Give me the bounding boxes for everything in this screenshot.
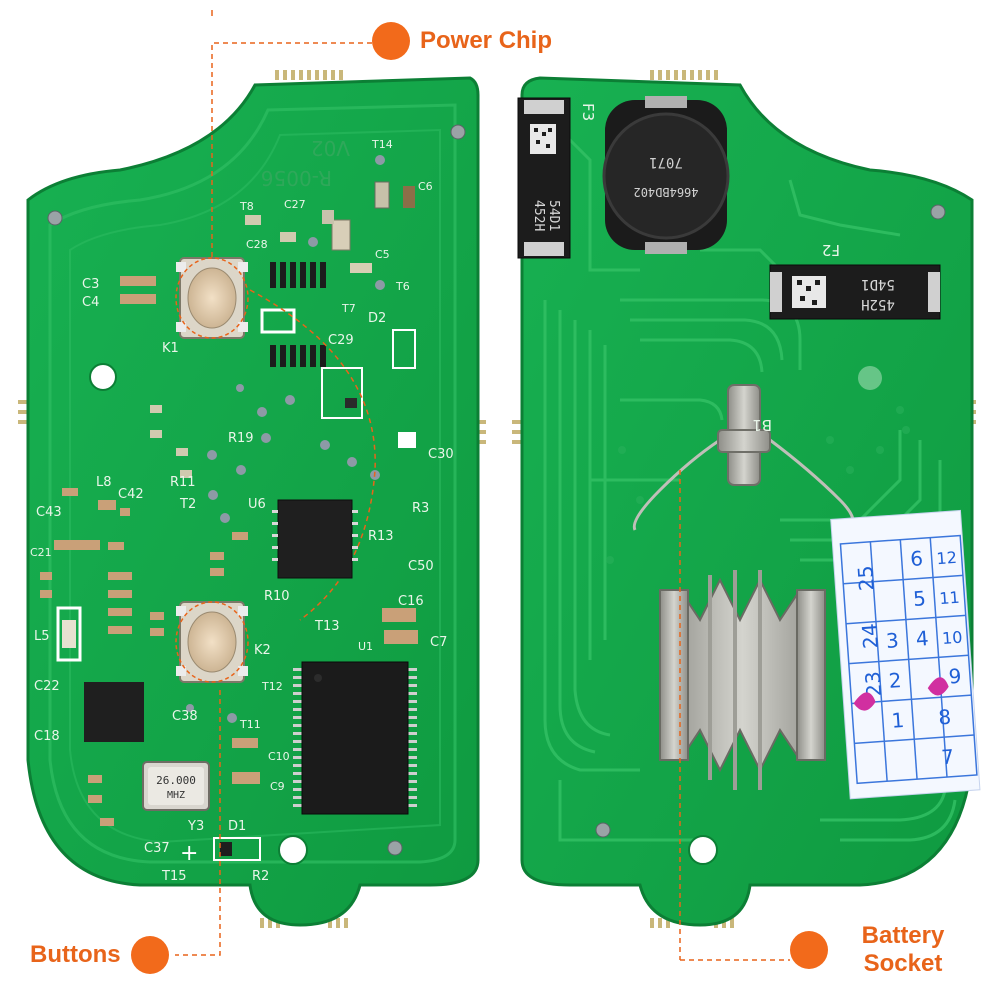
svg-text:7: 7: [940, 745, 954, 770]
svg-text:54D1: 54D1: [546, 200, 561, 231]
svg-text:R11: R11: [170, 475, 196, 490]
callout-dot: [130, 936, 169, 974]
svg-text:L5: L5: [34, 629, 50, 644]
svg-text:11: 11: [939, 588, 961, 608]
svg-text:U1: U1: [358, 640, 373, 653]
callout-label-battery-socket: Battery Socket: [838, 922, 968, 978]
callout-label-power-chip: Power Chip: [420, 27, 553, 54]
svg-text:C5: C5: [375, 248, 390, 261]
svg-text:T13: T13: [314, 619, 339, 634]
svg-text:B1: B1: [752, 416, 772, 434]
svg-text:MHZ: MHZ: [167, 790, 185, 801]
svg-text:C6: C6: [418, 180, 433, 193]
callout-battery-socket: Battery Socket: [790, 922, 968, 978]
svg-text:10: 10: [941, 628, 963, 648]
callout-dot: [790, 931, 828, 969]
callout-power-chip: Power Chip: [372, 22, 552, 60]
svg-text:R2: R2: [252, 869, 269, 884]
svg-text:F2: F2: [822, 241, 840, 259]
callout-label-buttons: Buttons: [30, 941, 121, 968]
pcb-back-board: 452H 54D1 F3 7071 4664BD402 54D1 452H: [512, 70, 981, 961]
svg-text:C50: C50: [408, 559, 434, 574]
svg-text:25: 25: [853, 565, 879, 592]
inspection-sticker: 23 24 25 1 2 3 4 5 6 7 8 9 10 11 12: [830, 509, 981, 800]
crystal-oscillator: 26.000 MHZ: [142, 761, 210, 811]
callout-label-battery-line1: Battery: [861, 922, 945, 949]
svg-text:C3: C3: [82, 277, 99, 292]
svg-text:C27: C27: [284, 198, 306, 211]
svg-text:C29: C29: [328, 333, 354, 348]
svg-text:C38: C38: [172, 709, 198, 724]
svg-text:+: +: [180, 841, 198, 866]
battery-socket-contact: [659, 570, 826, 790]
svg-text:C18: C18: [34, 729, 60, 744]
svg-text:T11: T11: [239, 718, 261, 731]
svg-text:T15: T15: [161, 869, 186, 884]
svg-text:C4: C4: [82, 295, 99, 310]
svg-text:7071: 7071: [649, 154, 683, 170]
svg-text:R10: R10: [264, 589, 290, 604]
svg-text:4: 4: [915, 626, 929, 651]
svg-text:54D1: 54D1: [861, 276, 895, 292]
svg-text:D2: D2: [368, 311, 386, 326]
svg-text:F3: F3: [579, 103, 597, 121]
svg-text:4664BD402: 4664BD402: [633, 185, 698, 199]
svg-text:K2: K2: [254, 643, 271, 658]
svg-text:C43: C43: [36, 505, 62, 520]
svg-text:2: 2: [888, 668, 902, 693]
svg-text:K1: K1: [162, 341, 179, 356]
svg-text:C22: C22: [34, 679, 60, 694]
svg-text:12: 12: [936, 548, 958, 568]
svg-text:C42: C42: [118, 487, 144, 502]
svg-text:26.000: 26.000: [156, 774, 196, 787]
svg-text:R19: R19: [228, 431, 254, 446]
svg-text:R3: R3: [412, 501, 429, 516]
tactile-button-bottom: [175, 601, 249, 683]
svg-text:24: 24: [857, 623, 883, 650]
svg-text:9: 9: [948, 664, 962, 689]
qfn-chip: [272, 499, 358, 579]
svg-text:T14: T14: [371, 138, 393, 151]
callout-buttons: Buttons: [30, 936, 169, 974]
svg-text:3: 3: [885, 628, 899, 653]
tactile-button-top: [175, 257, 249, 339]
front-smd-cluster: [120, 181, 416, 478]
fuse-f2: 54D1 452H: [769, 264, 941, 320]
svg-text:6: 6: [909, 546, 923, 571]
svg-text:C10: C10: [268, 750, 290, 763]
callout-label-battery-line2: Socket: [863, 950, 943, 977]
svg-text:452H: 452H: [531, 200, 546, 231]
svg-text:U6: U6: [248, 497, 266, 512]
svg-text:L8: L8: [96, 475, 112, 490]
svg-text:8: 8: [938, 705, 952, 730]
svg-text:T12: T12: [261, 680, 283, 693]
svg-text:452H: 452H: [861, 296, 895, 312]
svg-text:C7: C7: [430, 635, 447, 650]
power-inductor: 7071 4664BD402: [602, 96, 730, 254]
svg-text:T7: T7: [341, 302, 356, 315]
svg-text:C16: C16: [398, 594, 424, 609]
svg-text:T8: T8: [239, 200, 254, 213]
svg-text:C21: C21: [30, 546, 52, 559]
fuse-f3: 452H 54D1: [517, 97, 571, 259]
svg-text:Y3: Y3: [187, 819, 204, 834]
svg-text:T2: T2: [179, 497, 196, 512]
svg-text:R-0056: R-0056: [261, 166, 332, 190]
svg-text:C28: C28: [246, 238, 268, 251]
svg-text:D1: D1: [228, 819, 246, 834]
svg-text:C9: C9: [270, 780, 285, 793]
svg-text:5: 5: [912, 586, 926, 611]
svg-text:C37: C37: [144, 841, 170, 856]
callout-dot: [372, 22, 410, 60]
svg-text:C30: C30: [428, 447, 454, 462]
svg-text:V02: V02: [311, 136, 350, 160]
svg-text:1: 1: [891, 708, 905, 733]
svg-text:R13: R13: [368, 529, 394, 544]
svg-text:T6: T6: [395, 280, 410, 293]
rf-chip: [84, 682, 144, 742]
pcb-front-board: 26.000 MHZ V02 R-0056 C3 C4 K1 K2 C29: [18, 70, 486, 928]
main-ic-chip: [293, 661, 417, 815]
